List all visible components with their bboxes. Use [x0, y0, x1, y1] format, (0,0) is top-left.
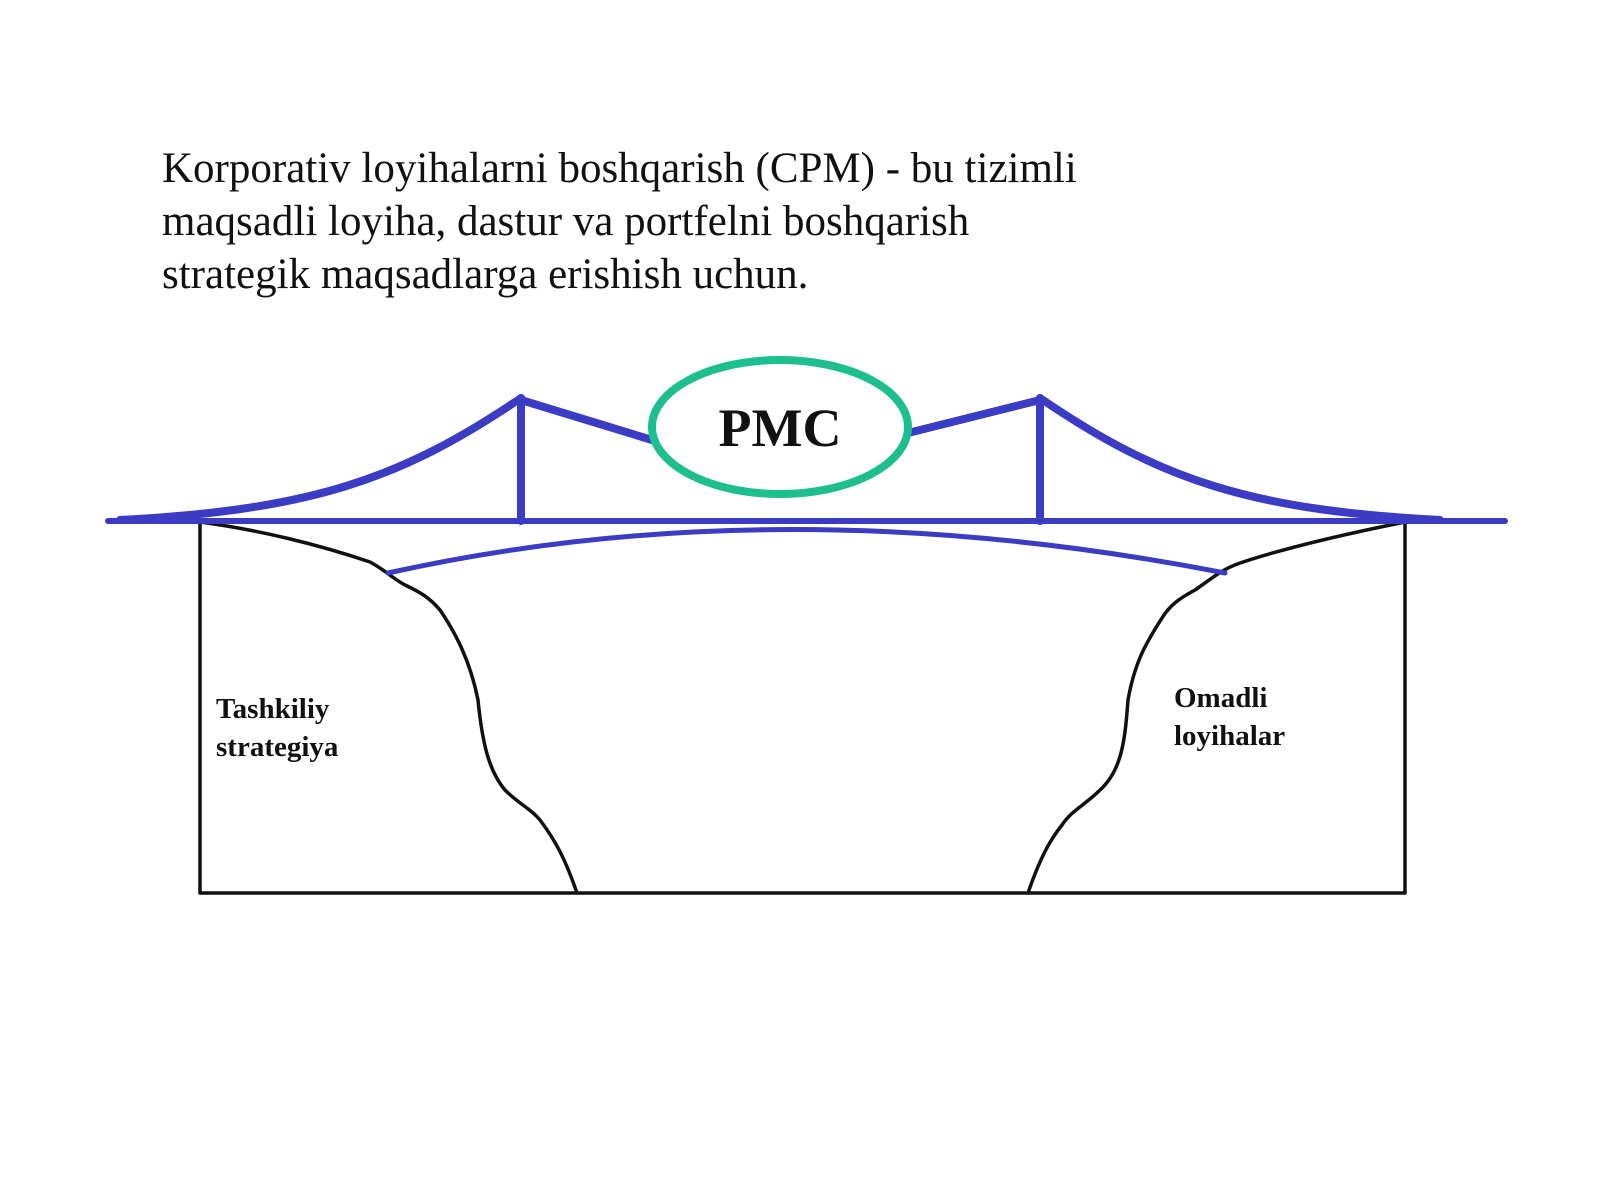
right-cliff-edge: [1026, 520, 1407, 895]
pmc-hub: PMC: [648, 356, 912, 498]
bridge-cable-center-left: [517, 396, 656, 444]
bridge-arch: [385, 527, 1228, 576]
canyon-frame: [198, 520, 1407, 895]
right-cliff-label-line-1: Omadli: [1174, 682, 1267, 714]
intro-line-1: Korporativ loyihalarni boshqarish (CPM) …: [162, 145, 1077, 192]
bridge: [105, 394, 1508, 576]
left-cliff-edge: [198, 520, 579, 895]
pmc-ring: [648, 356, 912, 498]
bridge-cable-center-right: [904, 396, 1044, 437]
intro-text: Korporativ loyihalarni boshqarish (CPM) …: [162, 142, 1162, 301]
canyon: [198, 520, 1407, 895]
left-cliff-label-line-1: Tashkiliy: [216, 693, 330, 725]
right-cliff-label-line-2: loyihalar: [1174, 720, 1285, 752]
bridge-cable-right: [1036, 394, 1444, 524]
pmc-label: PMC: [719, 398, 842, 458]
right-cliff-label: Omadli loyihalar: [1174, 682, 1285, 752]
left-cliff-label: Tashkiliy strategiya: [216, 693, 339, 763]
left-cliff-label-line-2: strategiya: [216, 731, 339, 763]
intro-line-2: maqsadli loyiha, dastur va portfelni bos…: [162, 198, 970, 245]
intro-line-3: strategik maqsadlarga erishish uchun.: [162, 251, 809, 298]
bridge-cable-left: [116, 394, 525, 524]
